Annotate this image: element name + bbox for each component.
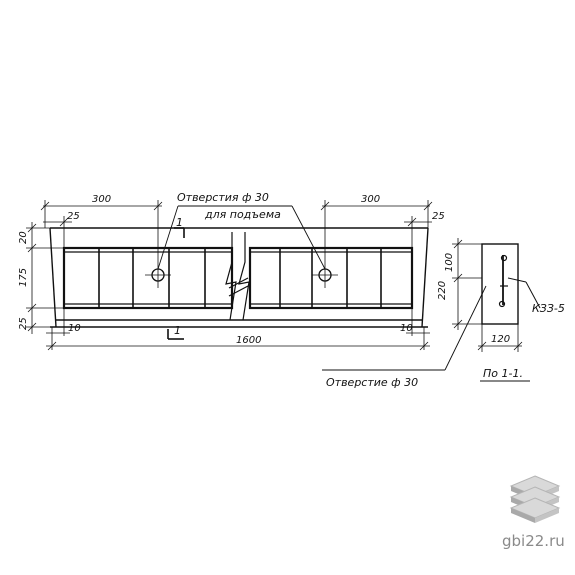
dim-height-175: 175 <box>18 268 29 287</box>
rebar-mark-label: КЗЗ-5 <box>532 302 565 315</box>
rebar-cage-right <box>248 246 414 310</box>
hole-bottom-label: Отверстие ф 30 <box>326 376 418 389</box>
dim-right-25: 25 <box>432 211 445 222</box>
section-mark-bottom-number: 1 <box>174 324 181 337</box>
bottom-hole-leader <box>322 285 487 371</box>
lifting-hole-right <box>312 262 338 288</box>
break-lines <box>225 232 250 321</box>
rebar-cage-left <box>62 246 234 310</box>
section-mark-top <box>174 227 185 238</box>
watermark-text[interactable]: gbi22.ru <box>502 532 565 550</box>
dim-height-25: 25 <box>18 317 29 330</box>
hole-lift-label-line2: для подъема <box>204 208 281 221</box>
dim-height-20: 20 <box>18 231 29 244</box>
dim-bottom-10-right: 10 <box>400 323 413 334</box>
dim-bottom-10-left: 10 <box>68 323 81 334</box>
beam-outline <box>49 227 429 328</box>
section-caption: По 1-1. <box>483 367 523 380</box>
dim-left-25: 25 <box>67 211 80 222</box>
hole-lift-label-line1: Отверстия ф 30 <box>177 191 269 204</box>
layered-slabs-icon <box>509 475 561 523</box>
section-mark-top-number: 1 <box>176 216 183 229</box>
bottom-dimensions <box>46 308 430 351</box>
dim-right-300: 300 <box>361 194 380 205</box>
dim-section-220: 220 <box>437 281 448 300</box>
hole-leaders <box>157 205 326 270</box>
dim-section-120: 120 <box>491 334 510 345</box>
section-dimensions <box>452 238 523 352</box>
dim-total-1600: 1600 <box>236 335 261 346</box>
left-dimensions <box>26 222 64 334</box>
top-dimensions <box>40 200 433 262</box>
lifting-hole-left <box>145 262 171 288</box>
dim-section-100: 100 <box>444 253 455 272</box>
section-mark-bottom <box>167 329 184 340</box>
section-view <box>481 243 541 325</box>
dim-left-300: 300 <box>92 194 111 205</box>
